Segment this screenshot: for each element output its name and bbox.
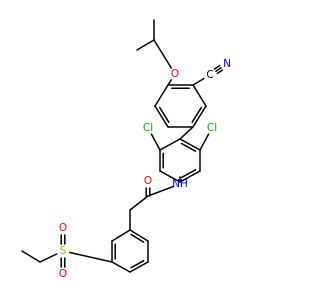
chemical-structure: C N O Cl Cl NH O S O O: [21, 19, 231, 280]
bond-r3-r4: [129, 261, 149, 273]
bond-a2-a3: [192, 84, 207, 107]
atom-label-ether-oxygen: O: [171, 68, 179, 80]
atom-label-sulfonyl-oxygen-top: O: [59, 222, 67, 234]
bond-iso_ch-o1: [153, 39, 173, 69]
atom-label-chlorine-left: Cl: [143, 122, 153, 134]
bond-o1-a1: [167, 79, 172, 86]
bond-r6-r1: [111, 229, 131, 242]
bond-n1-c_co: [147, 185, 175, 197]
bond-a3-a4: [192, 105, 207, 128]
bond-layer: [21, 19, 224, 273]
atom-label-sulfonyl-oxygen-bottom: O: [59, 268, 67, 280]
bond-r1-r2: [129, 229, 149, 242]
bond-cn_c-cn_n-b: [213, 64, 221, 70]
bond-b6-cl1: [150, 133, 161, 151]
bond-c_co-ch2: [129, 195, 149, 211]
bond-cn_c-cn_n-a: [216, 69, 224, 75]
bond-r4-r5: [111, 261, 131, 273]
bond-cn_c-cn_n-mid: [215, 67, 222, 72]
bond-r1-r2-inner: [130, 233, 145, 243]
bond-a5-a6: [154, 105, 169, 128]
bond-a4-b1: [179, 126, 194, 140]
atom-label-layer: C N O Cl Cl NH O S O O: [59, 58, 231, 280]
bond-b4-b5: [159, 170, 181, 183]
bond-a2-cn_c: [192, 77, 205, 86]
atom-label-amide-oxygen: O: [144, 175, 152, 187]
bond-a6-a1: [154, 84, 169, 107]
atom-label-chlorine-right: Cl: [207, 122, 217, 134]
atom-label-nitrile-carbon: C: [206, 69, 213, 81]
atom-label-nitrile-nitrogen: N: [223, 58, 231, 70]
bond-b6-b1: [159, 138, 181, 151]
bond-b3-b4-inner: [180, 169, 197, 179]
bond-a5-a6-inner: [158, 106, 170, 123]
bond-b2-cl2: [199, 133, 210, 151]
atom-label-amide-nitrogen: NH: [172, 178, 188, 190]
bond-a3-a4-inner: [191, 106, 203, 123]
bond-r3-r4-inner: [130, 259, 145, 269]
bond-s1-et1: [39, 253, 58, 263]
bond-et1-et2: [21, 250, 41, 263]
bond-b1-b2: [179, 138, 201, 151]
atom-label-sulfur: S: [60, 245, 67, 257]
bond-b1-b2-inner: [180, 142, 197, 152]
bond-iso_m1-iso_ch: [136, 39, 155, 51]
bond-b3-b4: [179, 170, 201, 183]
bond-r5-s1: [69, 251, 113, 263]
